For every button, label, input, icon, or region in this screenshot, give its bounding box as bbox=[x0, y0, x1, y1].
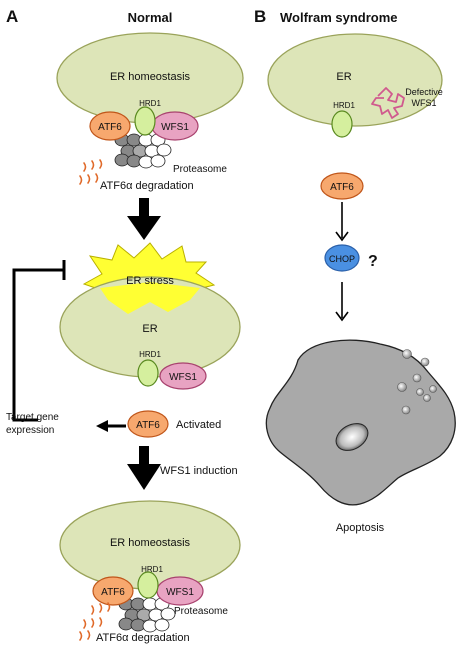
bottom-proteasome-cluster bbox=[118, 597, 176, 633]
arrow-wfs1-induction bbox=[127, 446, 161, 490]
wolfram-hrd1-protein bbox=[331, 110, 353, 138]
top-hrd1-label: HRD1 bbox=[139, 99, 161, 108]
bottom-atf6-label: ATF6 bbox=[101, 587, 125, 598]
top-atf6-protein bbox=[89, 111, 131, 141]
middle-wfs1-protein bbox=[159, 362, 207, 390]
condensed-nucleus bbox=[335, 423, 369, 451]
bottom-er-group: ER homeostasis HRD1 ATF6 WFS1 Proteasome bbox=[59, 500, 241, 644]
wolfram-er-group: ER HRD1 Defective WFS1 bbox=[267, 33, 443, 138]
defective-wfs1-tangle bbox=[371, 87, 405, 119]
bottom-hrd1-protein bbox=[137, 571, 159, 599]
bottom-proteasome-label: Proteasome bbox=[174, 606, 228, 617]
top-wfs1-label: WFS1 bbox=[161, 122, 189, 133]
wolfram-atf6-protein bbox=[320, 172, 364, 200]
arrow-to-target-gene bbox=[96, 420, 126, 432]
bottom-hrd1-label: HRD1 bbox=[141, 565, 163, 574]
apoptotic-blebs bbox=[397, 349, 437, 415]
target-gene-line1: Target gene bbox=[6, 412, 59, 423]
middle-hrd1-label: HRD1 bbox=[139, 350, 161, 359]
bottom-wfs1-label: WFS1 bbox=[166, 587, 194, 598]
panel-a-letter: A bbox=[6, 7, 18, 26]
defective-wfs1-line2: WFS1 bbox=[411, 98, 436, 108]
panel-b-letter: B bbox=[254, 7, 266, 26]
panel-b-title: Wolfram syndrome bbox=[280, 10, 398, 25]
wolfram-atf6-label: ATF6 bbox=[330, 182, 354, 193]
activated-atf6-label: ATF6 bbox=[136, 420, 160, 431]
er-stress-label: ER stress bbox=[126, 275, 174, 287]
middle-hrd1-protein bbox=[137, 359, 159, 387]
panel-a-title: Normal bbox=[128, 10, 173, 25]
wolfram-er-organelle bbox=[267, 33, 443, 127]
apoptosis-label: Apoptosis bbox=[336, 522, 385, 534]
chop-protein bbox=[324, 244, 360, 272]
top-er-group: ER homeostasis HRD1 ATF6 WFS1 Proteasome… bbox=[56, 32, 244, 192]
wolfram-hrd1-label: HRD1 bbox=[333, 101, 355, 110]
defective-wfs1-line1: Defective bbox=[405, 87, 443, 97]
wolfram-er-label: ER bbox=[336, 71, 351, 83]
bottom-er-label: ER homeostasis bbox=[110, 537, 191, 549]
feedback-loop bbox=[12, 260, 66, 422]
wfs1-induction-label: WFS1 induction bbox=[160, 465, 238, 477]
middle-wfs1-label: WFS1 bbox=[169, 372, 197, 383]
middle-er-group: ER stress ER HRD1 WFS1 bbox=[59, 275, 241, 390]
top-proteasome-label: Proteasome bbox=[173, 164, 227, 175]
arrow-atf6-to-chop bbox=[335, 202, 349, 242]
target-gene-line2: expression bbox=[6, 425, 54, 436]
bottom-degradation-label: ATF6α degradation bbox=[96, 632, 190, 644]
top-degradation-marks bbox=[79, 159, 103, 185]
top-er-label: ER homeostasis bbox=[110, 71, 191, 83]
top-proteasome-cluster bbox=[114, 133, 172, 169]
top-degradation-label: ATF6α degradation bbox=[100, 180, 194, 192]
arrow-to-stress bbox=[127, 198, 161, 240]
activated-atf6-protein bbox=[127, 410, 169, 438]
top-hrd1-protein bbox=[134, 106, 156, 136]
arrow-chop-to-apoptosis bbox=[335, 282, 349, 322]
chop-question-mark: ? bbox=[368, 253, 378, 270]
middle-er-label: ER bbox=[142, 323, 157, 335]
bottom-atf6-protein bbox=[92, 576, 134, 606]
chop-label: CHOP bbox=[329, 254, 355, 264]
top-atf6-label: ATF6 bbox=[98, 122, 122, 133]
activated-label: Activated bbox=[176, 419, 221, 431]
bottom-degradation-marks bbox=[79, 602, 111, 641]
